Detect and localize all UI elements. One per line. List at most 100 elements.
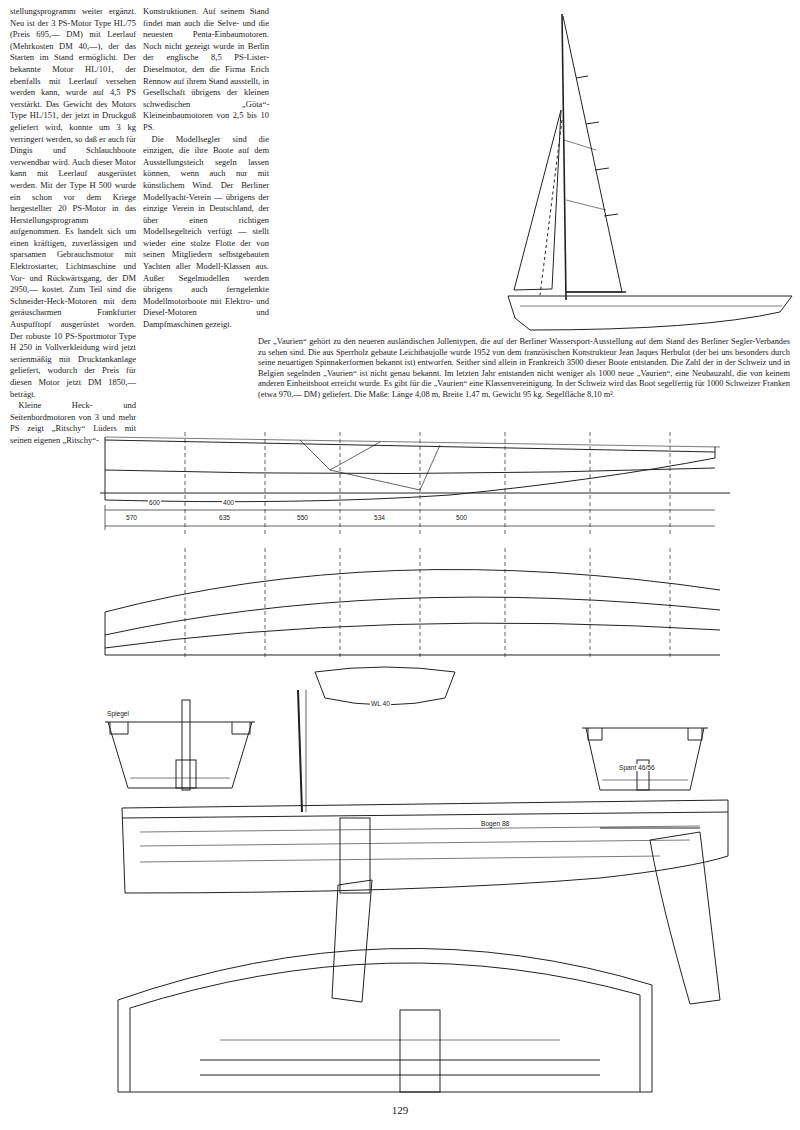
lines-profile	[670, 432, 671, 535]
cross-section-fore	[586, 728, 704, 790]
inboard-profile	[332, 880, 372, 1002]
page-number: 129	[391, 1104, 410, 1116]
inboard-profile	[140, 840, 690, 846]
lines-profile	[105, 458, 715, 502]
body-paragraph: Kleine Heck- und Seitenbordmotoren von 3…	[10, 400, 136, 446]
cross-section-fore	[588, 728, 602, 740]
deck-plan	[118, 948, 652, 1092]
lines-profile	[265, 432, 266, 535]
dimension-label: 635	[218, 514, 231, 521]
lines-profile	[330, 442, 380, 470]
half-breadth-plan	[340, 548, 341, 660]
body-paragraph: Konstruktionen. Auf seinem Stand findet …	[143, 6, 269, 134]
inboard-profile	[600, 828, 700, 829]
sail-plan	[564, 140, 596, 150]
dimension-label: 500	[455, 514, 468, 521]
half-breadth-plan	[265, 548, 266, 660]
half-breadth-plan	[105, 548, 720, 660]
inboard-profile	[728, 800, 729, 856]
inboard-profile	[122, 812, 728, 818]
sail-plan	[576, 76, 588, 78]
dimension-label: 400	[222, 499, 235, 506]
deck-plan	[130, 963, 640, 1092]
sail-plan	[540, 120, 562, 295]
lines-profile	[100, 493, 730, 494]
lines-profile	[185, 432, 670, 535]
dimension-label: Spant 46/56	[618, 764, 656, 771]
sail-plan	[586, 122, 599, 124]
lines-profile	[105, 437, 106, 500]
cross-section-aft	[182, 700, 190, 790]
sail-plan	[514, 110, 561, 290]
half-breadth-plan	[590, 548, 591, 660]
cross-section-aft	[110, 722, 128, 734]
cross-section-fore	[582, 728, 708, 729]
lines-profile	[105, 468, 715, 474]
inboard-profile	[122, 800, 728, 808]
deck-plan	[400, 1010, 440, 1092]
dimension-label: 570	[125, 514, 138, 521]
lines-profile	[100, 432, 730, 535]
sail-plan	[566, 200, 606, 210]
lines-profile	[505, 432, 506, 535]
deck-plan	[220, 1040, 560, 1041]
dimension-label: 600	[148, 499, 161, 506]
sail-plan	[562, 14, 566, 300]
lines-profile	[105, 437, 720, 447]
cross-section-aft	[176, 760, 196, 788]
sail-plan	[604, 214, 618, 216]
lines-profile	[590, 432, 591, 535]
cross-section-fore	[688, 728, 702, 740]
half-breadth-plan	[105, 623, 720, 648]
half-breadth-plan	[105, 612, 106, 655]
inboard-profile	[306, 690, 307, 812]
dimension-label: 534	[373, 514, 386, 521]
inboard-profile	[122, 690, 728, 1004]
cross-section-aft	[108, 722, 252, 788]
half-breadth-plan	[420, 548, 421, 660]
half-breadth-plan	[185, 548, 670, 660]
lines-profile	[340, 432, 341, 535]
inboard-profile	[122, 808, 125, 893]
body-paragraph: stellungsprogramm weiter ergänzt. Neu is…	[10, 6, 136, 400]
half-breadth-plan	[105, 570, 720, 612]
lines-profile	[105, 526, 715, 527]
inboard-profile	[298, 690, 302, 812]
sail-plan	[595, 168, 609, 170]
lines-profile	[420, 432, 421, 535]
sail-plan	[566, 291, 626, 292]
cross-section-aft	[130, 778, 230, 779]
text-column: Konstruktionen. Auf seinem Stand findet …	[143, 6, 269, 331]
lines-profile	[105, 510, 715, 511]
deck-plan	[118, 948, 652, 1092]
lines-profile	[300, 440, 440, 490]
half-breadth-plan	[670, 548, 671, 660]
inboard-profile	[140, 826, 700, 832]
cross-section-fore	[602, 780, 688, 781]
inboard-profile	[340, 818, 370, 893]
text-column: stellungsprogramm weiter ergänzt. Neu is…	[10, 6, 136, 447]
sail-plan	[563, 16, 622, 292]
lines-profile	[185, 432, 186, 535]
cross-section-aft	[232, 722, 250, 734]
sail-plan	[520, 306, 782, 307]
sail-plan	[508, 14, 792, 330]
cross-section-aft	[105, 700, 255, 790]
half-breadth-plan	[105, 655, 720, 656]
inboard-profile	[140, 856, 660, 862]
half-breadth-plan	[185, 548, 186, 660]
dimension-label: Bogen 88	[480, 820, 510, 827]
half-breadth-plan	[505, 548, 506, 660]
lines-profile	[105, 505, 106, 530]
sail-plan	[508, 296, 792, 330]
lines-profile	[715, 447, 716, 458]
cross-section-fore	[582, 728, 708, 790]
dimension-label: WL 40	[370, 700, 391, 707]
half-breadth-plan	[105, 597, 720, 635]
figure-caption: Der „Vaurien“ gehört zu den neueren ausl…	[258, 337, 790, 400]
inboard-profile	[650, 832, 720, 1004]
body-paragraph: Die Modellsegler sind die einzigen, die …	[143, 134, 269, 331]
dimension-label: Spiegel	[106, 710, 130, 717]
inboard-profile	[125, 856, 728, 893]
